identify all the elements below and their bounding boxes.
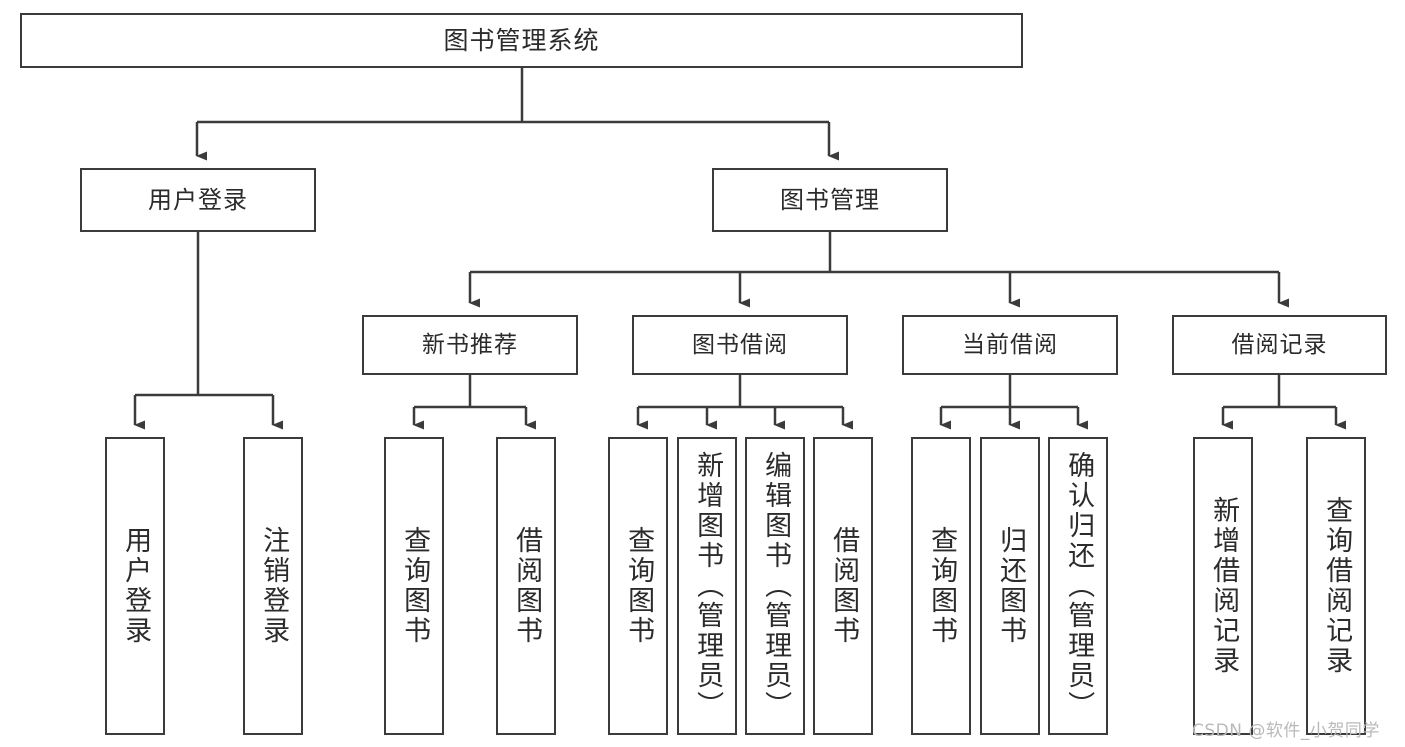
leaf-borrow-borrow-book[interactable]: 借阅图书 [813,437,873,735]
node-label: 查询图书 [623,526,655,646]
node-user-login[interactable]: 用户登录 [80,168,316,232]
node-current-borrow[interactable]: 当前借阅 [902,315,1118,375]
node-label: 借阅图书 [511,526,543,646]
leaf-record-add-borrow-record[interactable]: 新增借阅记录 [1193,437,1253,735]
node-label: 新增图书（管理员） [692,451,724,721]
node-label: 当前借阅 [962,331,1058,358]
node-label: 查询图书 [926,526,958,646]
node-label: 新增借阅记录 [1208,496,1240,676]
node-label: 注销登录 [258,526,290,646]
node-label: 新书推荐 [422,331,518,358]
node-label: 归还图书 [995,526,1027,646]
leaf-borrow-query-book[interactable]: 查询图书 [608,437,668,735]
node-borrow-record[interactable]: 借阅记录 [1172,315,1387,375]
node-label: 用户登录 [120,526,152,646]
node-root-system[interactable]: 图书管理系统 [20,13,1023,68]
leaf-current-query-book[interactable]: 查询图书 [911,437,971,735]
leaf-user-logout[interactable]: 注销登录 [243,437,303,735]
node-label: 图书管理系统 [443,26,600,55]
leaf-recommend-query-book[interactable]: 查询图书 [384,437,444,735]
node-book-management[interactable]: 图书管理 [712,168,948,232]
leaf-borrow-edit-book-admin[interactable]: 编辑图书（管理员） [745,437,805,735]
node-label: 借阅图书 [828,526,860,646]
leaf-recommend-borrow-book[interactable]: 借阅图书 [496,437,556,735]
node-label: 借阅记录 [1231,331,1328,358]
node-label: 确认归还（管理员） [1063,451,1095,721]
leaf-current-confirm-return-admin[interactable]: 确认归还（管理员） [1048,437,1108,735]
node-label: 图书管理 [780,186,880,214]
node-label: 查询借阅记录 [1321,496,1353,676]
node-label: 用户登录 [148,186,248,214]
node-book-borrow[interactable]: 图书借阅 [632,315,848,375]
leaf-user-login[interactable]: 用户登录 [105,437,165,735]
node-new-book-recommend[interactable]: 新书推荐 [362,315,578,375]
node-label: 查询图书 [399,526,431,646]
leaf-current-return-book[interactable]: 归还图书 [980,437,1040,735]
node-label: 编辑图书（管理员） [760,451,792,721]
csdn-watermark: CSDN @软件_小贺同学 [1192,721,1380,741]
leaf-borrow-add-book-admin[interactable]: 新增图书（管理员） [677,437,737,735]
leaf-record-query-borrow-record[interactable]: 查询借阅记录 [1306,437,1366,735]
node-label: 图书借阅 [692,331,788,358]
